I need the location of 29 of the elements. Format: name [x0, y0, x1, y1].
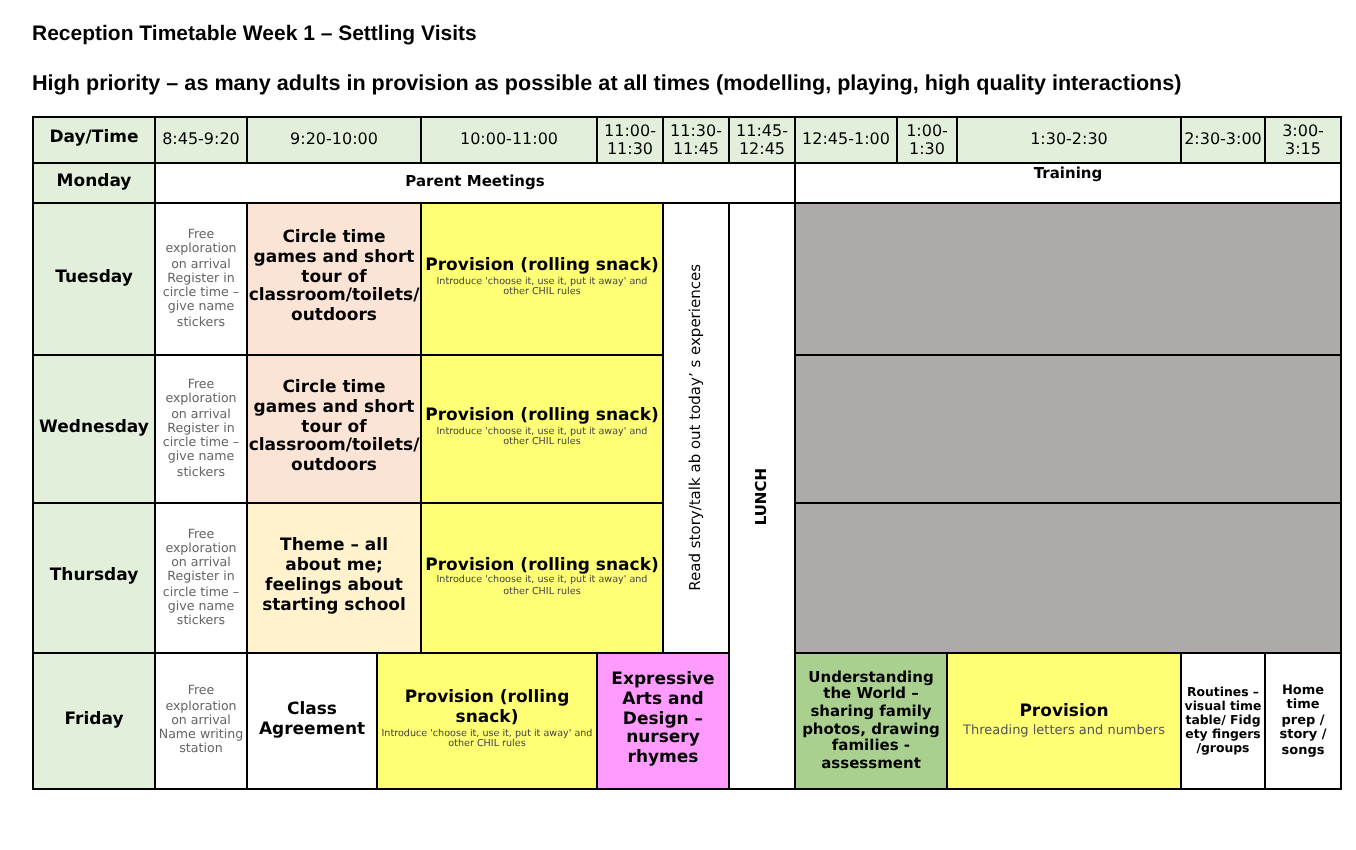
time-label: 11:30-11:45 [668, 121, 724, 159]
activity-heading: Provision (rolling snack) [402, 690, 572, 728]
time-label: 11:45-12:45 [734, 121, 790, 159]
activity-heading: Circle time games and short tour of classroom/toilets/ outdoors [248, 230, 420, 328]
activity-heading: Class Agreement [256, 701, 368, 741]
subtitle: High priority – as many adults in provision as possible at all times (modelling, playing, high quality interactions) [32, 72, 1182, 96]
time-label: 10:00-11:00 [460, 130, 558, 150]
day-label: Friday [64, 711, 124, 731]
activity-heading: Provision [1019, 703, 1109, 724]
time-label: 2:30-3:00 [1184, 130, 1262, 150]
day-label: Monday [56, 173, 132, 193]
time-label: 11:00-11:30 [602, 121, 658, 159]
time-label: 3:00-3:15 [1280, 121, 1326, 159]
time-label: 1:00-1:30 [904, 121, 950, 159]
day-label: Tuesday [55, 269, 133, 289]
activity-heading: Expressive Arts and Design – nursery rhymes [609, 672, 717, 770]
time-label: 8:45-9:20 [162, 130, 240, 150]
time-label: 12:45-1:00 [802, 130, 890, 150]
day-label: Wednesday [39, 419, 149, 439]
day-label: Thursday [49, 568, 139, 588]
time-label: 1:30-2:30 [1030, 130, 1108, 150]
activity-heading: Provision (rolling snack) [425, 408, 659, 427]
activity-heading: Provision (rolling snack) [425, 557, 659, 576]
title: Reception Timetable Week 1 – Settling Visits [32, 22, 477, 46]
activity-heading: Provision (rolling snack) [425, 258, 659, 277]
activity-heading: Theme – all about me; feelings about starting school [260, 538, 408, 618]
time-label: 9:20-10:00 [290, 130, 378, 150]
column-heading: Day/Time [49, 130, 139, 150]
activity-heading: Circle time games and short tour of classroom/toilets/ outdoors [248, 380, 420, 478]
